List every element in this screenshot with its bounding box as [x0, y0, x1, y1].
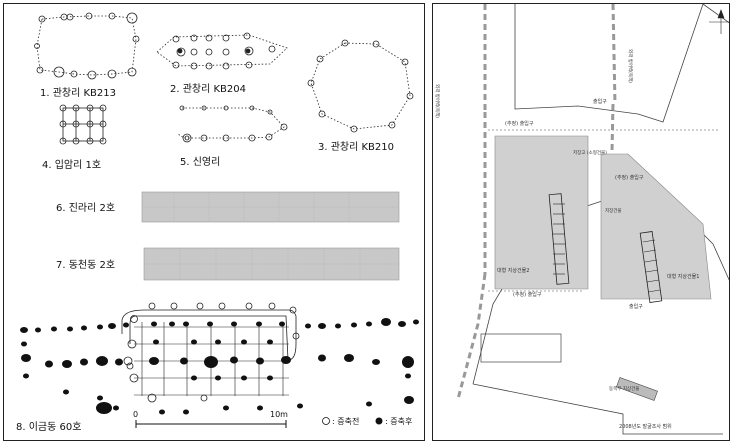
label-palisade-left: 외곽 방어벽(목책): [434, 84, 441, 118]
right-site-plan-panel: 외곽 방어벽(목책) 외곽 방어벽(목책) 출입구 (추정) 출입구 (추정) …: [432, 3, 730, 441]
figure-8-label: 8. 이금동 60호: [16, 421, 81, 433]
plan-figure-7: [143, 247, 400, 281]
site-plan-diagram: 외곽 방어벽(목책) 외곽 방어벽(목책) 출입구 (추정) 출입구 (추정) …: [434, 4, 729, 435]
north-arrow-icon: [709, 9, 729, 34]
shaded-zone-right: [600, 153, 712, 300]
scale-end-label: 10m: [270, 410, 288, 419]
figure-3-label: 3. 관창리 KB210: [318, 141, 394, 153]
legend-open-label: : 증축전: [332, 416, 359, 426]
label-storage-building: 저장건물: [605, 207, 622, 214]
label-palisade-right: 외곽 방어벽(목책): [627, 49, 634, 83]
plan-figure-6: [141, 191, 400, 223]
rectangle-feature: [480, 333, 562, 363]
figure-7-label: 7. 동천동 2호: [56, 259, 115, 271]
figure-2-label: 2. 관창리 KB204: [170, 83, 246, 95]
scale-start-label: 0: [133, 410, 138, 419]
figure-1-label: 1. 관창리 KB213: [40, 87, 116, 99]
shaded-zone-left: [494, 135, 589, 290]
site-outer-boundary: [472, 4, 729, 435]
plan-figure-2: [156, 32, 288, 70]
label-entrance-inner-left: (추정) 출입구: [505, 120, 534, 127]
plan-figure-1: [34, 12, 140, 80]
label-entrance-inner-right: (추정) 출입구: [615, 174, 644, 181]
figure-5-label: 5. 신영리: [180, 156, 220, 168]
long-building-2: [548, 193, 570, 285]
left-plan-panel: 1. 관창리 KB213 2. 관창리 KB204 3. 관창리 KB210: [3, 3, 425, 441]
label-entrance-bottom-left: (추정) 출입구: [513, 291, 542, 298]
label-entrance-bottom-right: 출입구: [629, 303, 643, 310]
legend-open-marker: [322, 417, 330, 425]
legend-filled-label: : 증축후: [385, 417, 412, 426]
long-building-1: [639, 231, 663, 303]
figure-6-label: 6. 진라리 2호: [56, 202, 115, 214]
label-small-building: 동쪽부 지상건물: [609, 385, 639, 392]
palisade-lines: [456, 4, 617, 400]
building-plans-diagram: 1. 관창리 KB213 2. 관창리 KB204 3. 관창리 KB210: [16, 12, 419, 433]
legend: : 증축전 : 증축후: [322, 416, 412, 426]
plan-figure-4: [59, 104, 107, 145]
plan-figure-3: [307, 39, 414, 133]
plan-figure-8: [20, 302, 419, 415]
small-building-feature: [616, 377, 658, 401]
label-survey-range: 2008년도 발굴조사 범위: [619, 423, 672, 430]
figure-4-label: 4. 입암리 1호: [42, 158, 101, 171]
plan-figure-5: [177, 105, 288, 143]
scale-bar: 0 10m: [133, 410, 288, 428]
label-building-1: 대형 지상건물1: [667, 273, 699, 280]
label-storage-small: 저장고 (소형건물): [573, 149, 607, 156]
label-entrance-top: 출입구: [593, 98, 607, 105]
label-building-2: 대형 지상건물2: [497, 267, 529, 274]
legend-filled-marker: [375, 417, 383, 425]
